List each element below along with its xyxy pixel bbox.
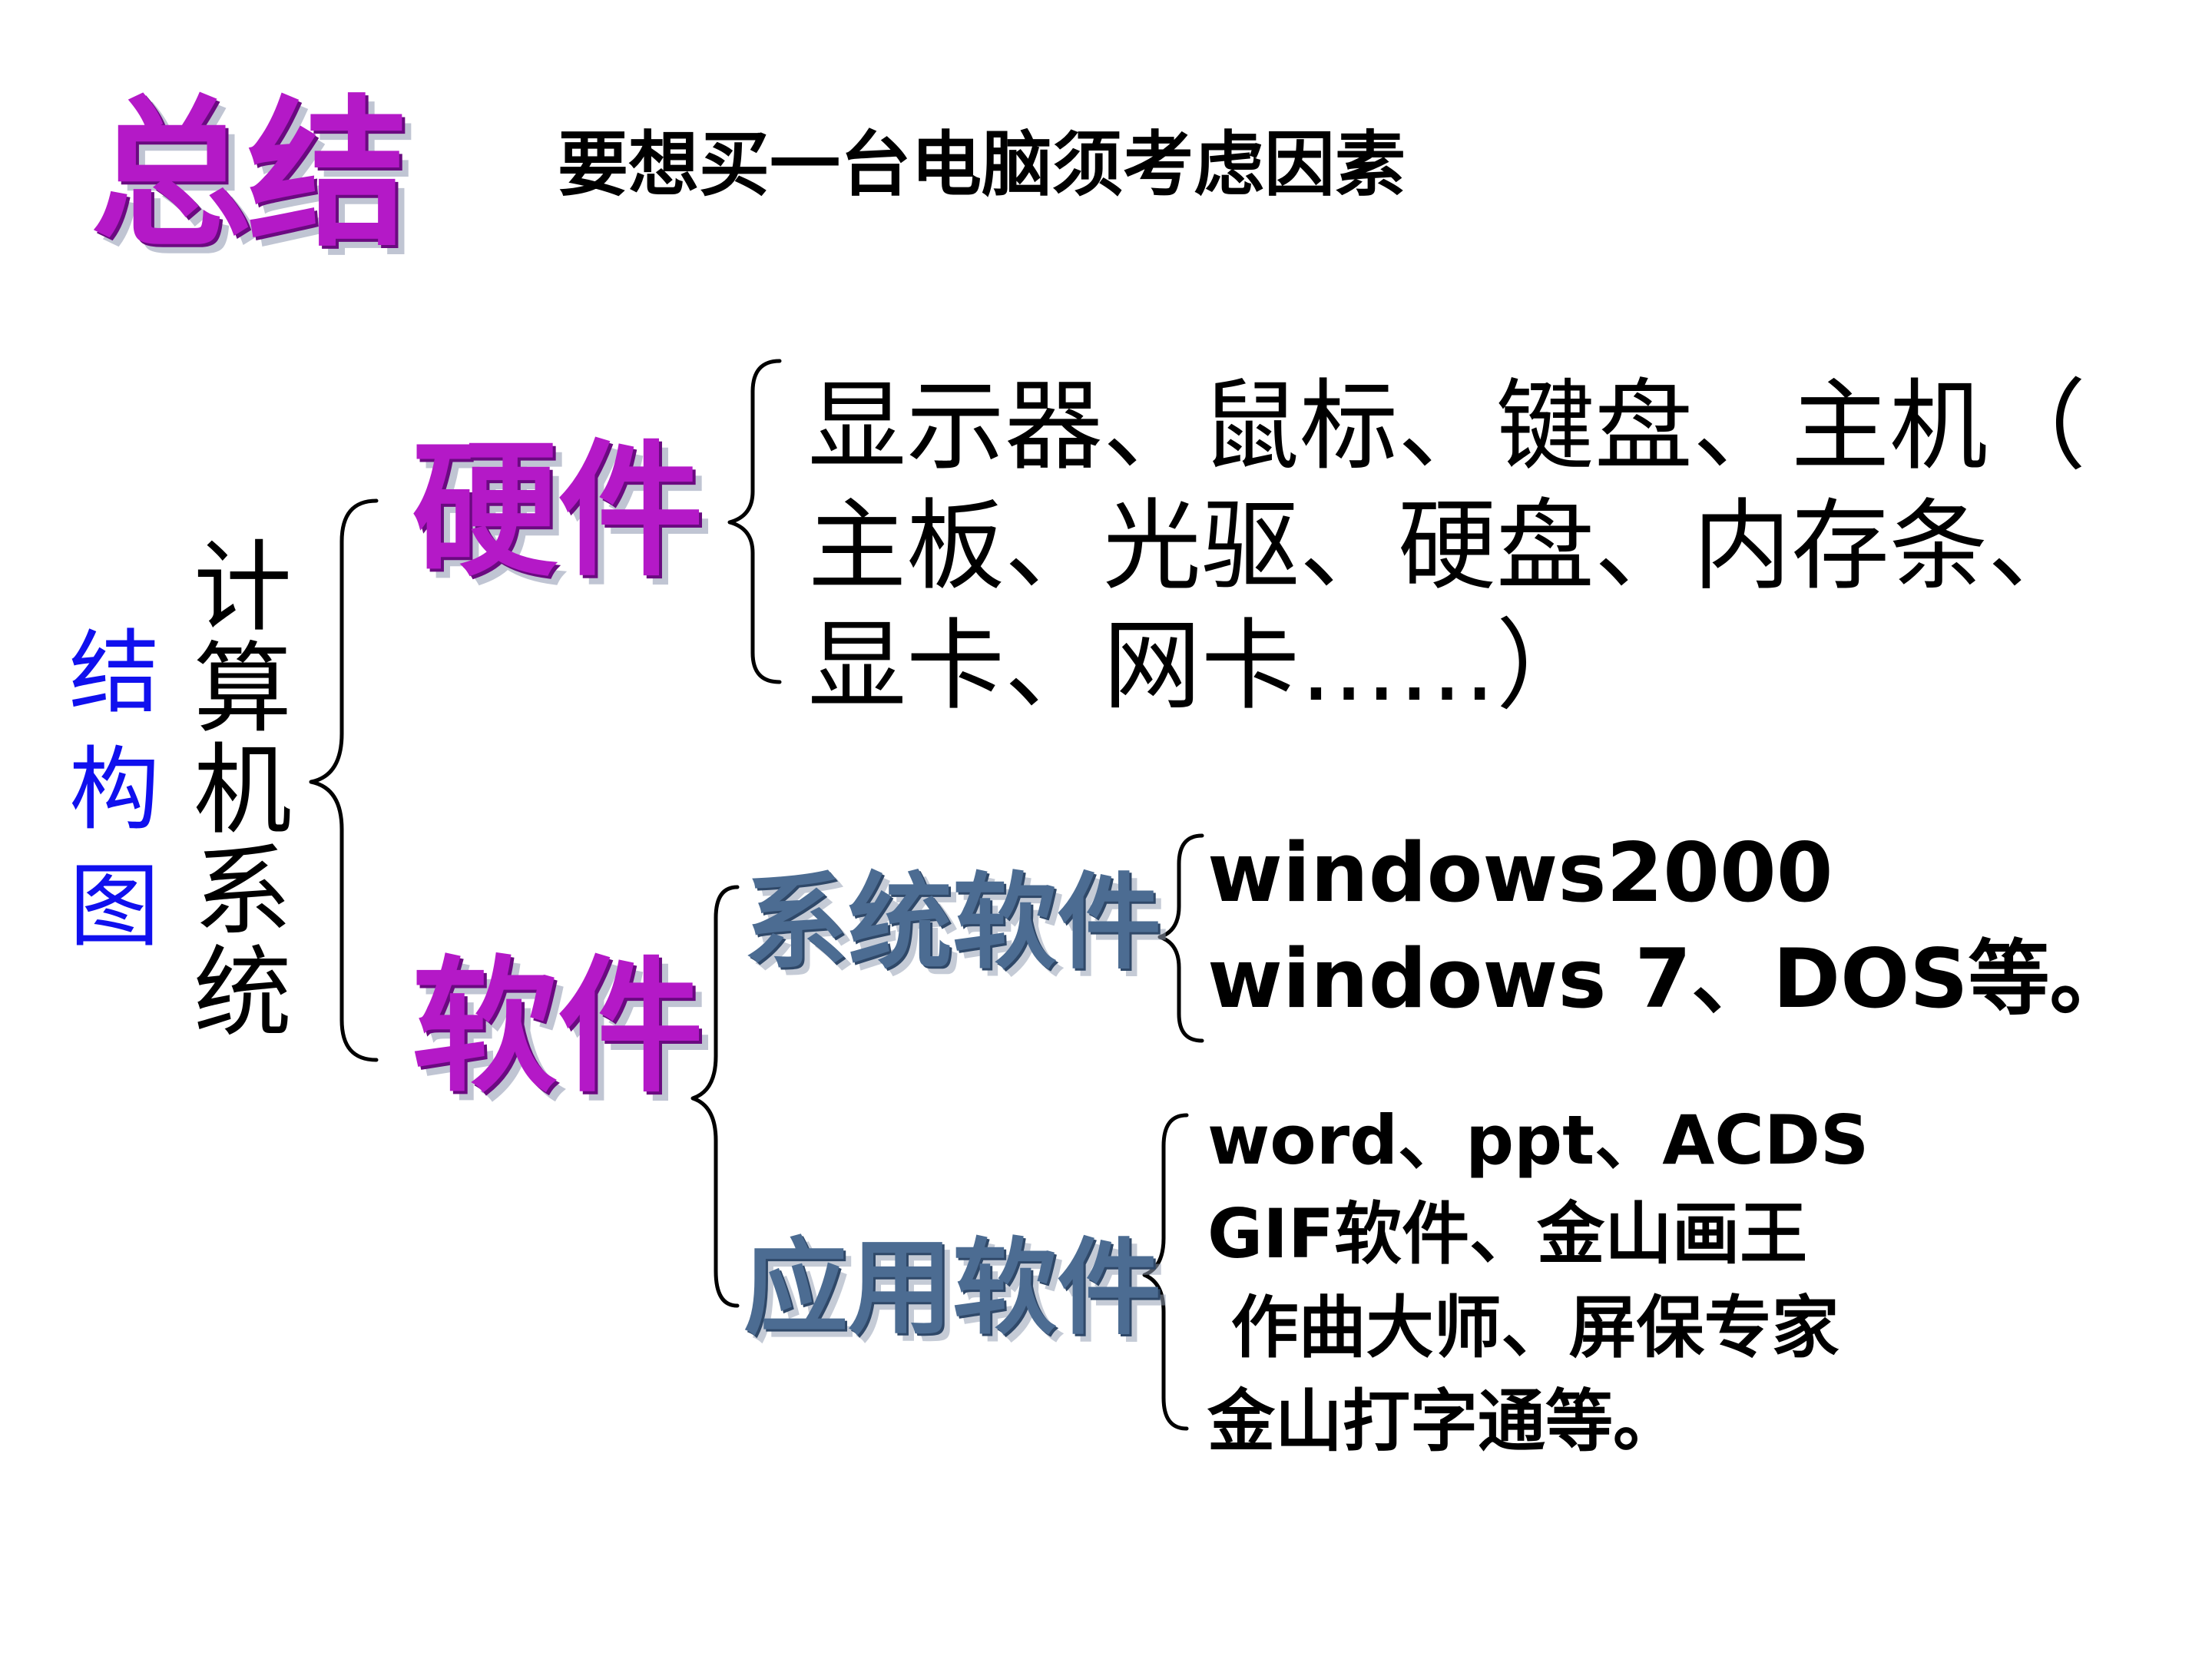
computer-system-label: 计 算 机 系 统 [194,538,292,1045]
page-title: 总结 [91,81,409,269]
system-char: 算 [194,632,293,747]
system-software-label: 系统软件 [743,863,1161,984]
software-label: 软件 [412,942,704,1112]
root-char: 图 [69,853,161,959]
application-software-line: word、ppt、ACDS [1207,1101,1869,1180]
application-software-items: word、ppt、ACDS GIF软件、金山画王 作曲大师、屏保专家 金山打字通… [1207,1094,1869,1469]
system-char: 计 [194,531,293,645]
application-software-line: 金山打字通等。 [1207,1382,1681,1461]
hardware-items: 显示器、鼠标、键盘、主机（ 主板、光驱、硬盘、内存条、 显卡、网卡……） [808,367,2086,727]
root-char: 构 [69,737,161,843]
application-software-brace [1142,1113,1189,1431]
system-software-brace [1157,833,1204,1043]
root-char: 结 [69,620,161,726]
system-software-line: windows2000 [1207,826,1833,920]
system-software-items: windows2000 windows 7、DOS等。 [1207,820,2131,1032]
software-brace [690,885,740,1308]
hardware-brace [727,359,782,684]
system-char: 系 [194,835,293,949]
application-software-line: GIF软件、金山画王 [1207,1194,1808,1273]
structure-diagram-label: 结 构 图 [69,614,160,965]
application-software-label: 应用软件 [743,1228,1161,1349]
application-software-line: 作曲大师、屏保专家 [1207,1288,1839,1367]
system-char: 统 [194,936,293,1051]
system-brace [309,498,379,1062]
hardware-line: 显示器、鼠标、键盘、主机（ [808,369,2087,484]
system-software-line: windows 7、DOS等。 [1207,932,2131,1026]
page-subtitle: 要想买一台电脑须考虑因素 [558,124,1406,206]
hardware-line: 显卡、网卡……） [808,609,1595,724]
hardware-line: 主板、光驱、硬盘、内存条、 [808,489,2087,604]
system-char: 机 [194,733,293,848]
hardware-label: 硬件 [412,426,704,596]
